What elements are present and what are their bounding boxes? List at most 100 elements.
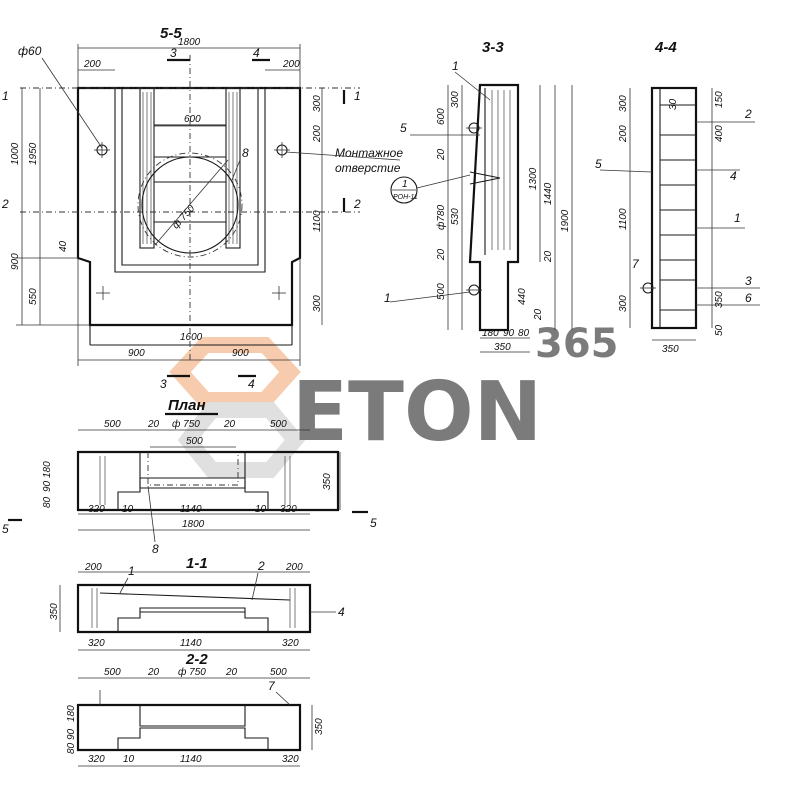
mount-hole-44	[640, 282, 656, 294]
dim44-300: 300	[618, 95, 629, 112]
s22-320b: 320	[282, 754, 299, 765]
s11-niche	[117, 607, 269, 632]
plan-500b: 500	[270, 419, 287, 430]
s22-20b: 20	[225, 667, 238, 678]
plan-10b: 10	[255, 504, 267, 515]
cut-5-right: 5	[370, 516, 377, 530]
dim-40: 40	[58, 240, 69, 252]
plan-1140: 1140	[180, 504, 202, 515]
plan-320a: 320	[88, 504, 105, 515]
dim33-440: 440	[517, 288, 528, 305]
title-3-3: 3-3	[482, 39, 504, 56]
cut-4-bottom: 4	[248, 377, 255, 391]
section-1-1: 1-1 1 2 4 200 200 350 320 1140 320	[49, 555, 345, 651]
dim44-50: 50	[714, 324, 725, 336]
plan-20b: 20	[223, 419, 236, 430]
dim33-500: 500	[436, 283, 447, 300]
plan-item-8: 8	[152, 542, 159, 556]
dim44-300b: 300	[618, 295, 629, 312]
callout-phi60: ф60	[18, 44, 42, 58]
dim-1000: 1000	[10, 142, 21, 165]
s11-item-4: 4	[338, 605, 345, 619]
leader-5b	[599, 169, 653, 173]
s11-item-1: 1	[128, 564, 135, 578]
mount-hole-33a	[466, 122, 482, 134]
dim33-20d: 20	[533, 308, 544, 321]
plan-500a: 500	[104, 419, 121, 430]
s11-200a: 200	[84, 562, 102, 573]
wall-section-44	[650, 86, 698, 330]
dim-1800-55: 1800	[178, 37, 201, 48]
item-5-44: 5	[595, 157, 602, 171]
dim-200-right: 200	[282, 59, 300, 70]
dim44-30: 30	[668, 98, 679, 110]
dim33-20b: 20	[436, 248, 447, 261]
s22-320a: 320	[88, 754, 105, 765]
mount-hole-right	[274, 142, 290, 158]
rail-hatch	[142, 92, 238, 244]
dim33-1440: 1440	[543, 182, 554, 205]
s22-outline	[76, 703, 302, 752]
cut-1-left: 1	[2, 89, 9, 103]
dim-900-right: 900	[232, 348, 249, 359]
hole-circle	[137, 152, 243, 258]
dim44-150: 150	[714, 91, 725, 108]
wall-section	[468, 83, 520, 332]
dim-1950: 1950	[28, 142, 39, 165]
dim-r-1100: 1100	[312, 210, 323, 232]
leader-1b	[389, 291, 471, 303]
dim33-20a: 20	[436, 148, 447, 161]
plan-outline	[76, 450, 340, 512]
dim33-300: 300	[450, 91, 461, 108]
section-2-2: 2-2 7 500 20 ф 750 20 500 350 180 90 80 …	[66, 651, 325, 767]
cut-4-top: 4	[253, 46, 260, 60]
item-2-44: 2	[744, 107, 752, 121]
s11-rung	[99, 592, 291, 601]
s22-phi750: ф 750	[178, 666, 206, 678]
dim-600: 600	[184, 114, 201, 125]
dim44-1100: 1100	[618, 208, 629, 230]
plan-500c: 500	[186, 436, 203, 447]
callout-phi750-55: ф 750	[170, 202, 198, 231]
title-4-4: 4-4	[654, 39, 677, 56]
s11-320b: 320	[282, 638, 299, 649]
dim33-350: 350	[494, 342, 511, 353]
cut-1-right: 1	[354, 89, 361, 103]
dim-r-300b: 300	[312, 295, 323, 312]
section-4-4: 4-4 2 4 5 1 7 3 6 300 200 1100 300 30	[595, 39, 760, 355]
leader-2b	[251, 572, 259, 601]
dim33-1900: 1900	[560, 209, 571, 232]
watermark: ETON 365	[169, 321, 619, 478]
cut-2-left: 2	[1, 197, 9, 211]
callout-mount-hole-2: отверстие	[335, 161, 401, 175]
s22-10: 10	[123, 754, 135, 765]
hole-cone	[469, 171, 501, 185]
dim-550: 550	[28, 288, 39, 305]
item-1-33: 1	[452, 59, 459, 73]
cut-2-right: 2	[353, 197, 361, 211]
s22-180: 180	[66, 705, 77, 722]
leader-8b	[147, 485, 156, 543]
watermark-brand: ETON	[292, 365, 542, 460]
dim33-80: 80	[518, 328, 530, 339]
ref-leader	[416, 174, 471, 189]
wall-hatch	[491, 90, 511, 250]
plan-320b: 320	[280, 504, 297, 515]
s22-90: 90	[66, 728, 77, 740]
mount-hole-33b	[466, 284, 482, 296]
leader-phi60	[41, 57, 103, 149]
leader-7	[275, 691, 291, 706]
item-8-label: 8	[242, 146, 249, 160]
dim-900-left: 900	[128, 348, 145, 359]
item-4-44: 4	[730, 169, 737, 183]
dim33-530: 530	[450, 208, 461, 225]
cross-mark	[96, 286, 286, 300]
leader-mount-hole	[285, 151, 401, 161]
plan-1800: 1800	[182, 519, 205, 530]
s22-350: 350	[314, 718, 325, 735]
plan-90: 90	[42, 480, 53, 492]
s22-500b: 500	[270, 667, 287, 678]
dim-r-200: 200	[312, 125, 323, 143]
leader-8	[231, 159, 241, 181]
dim33-20c: 20	[543, 250, 554, 263]
